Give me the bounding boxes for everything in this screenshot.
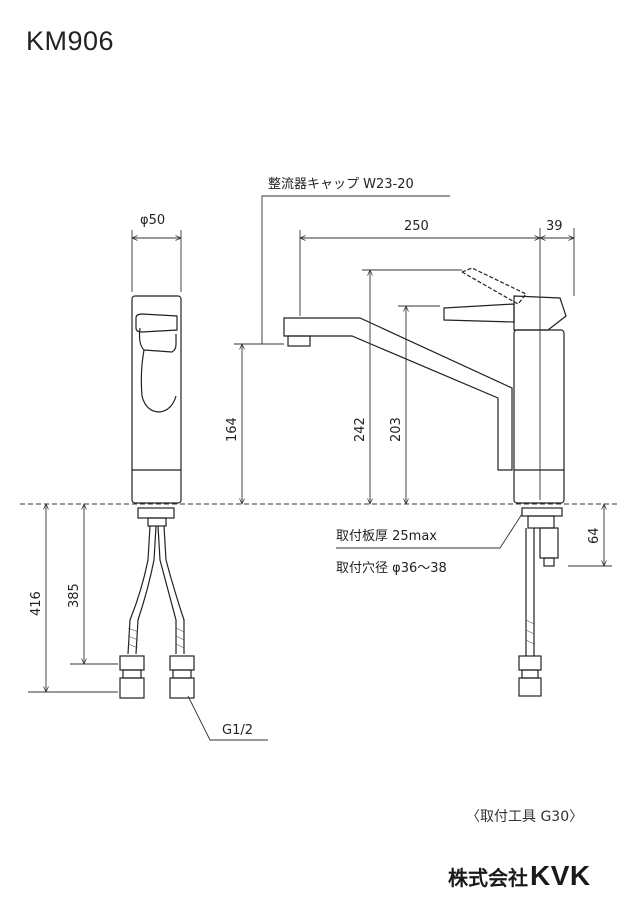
plate-thickness-label: 取付板厚 25max xyxy=(336,529,437,544)
lever-open xyxy=(460,267,527,305)
hose-fitting-right xyxy=(169,655,195,699)
aerator-cap xyxy=(287,335,311,347)
dim-below-counter: 64 xyxy=(587,527,602,544)
lever-closed xyxy=(443,303,515,323)
front-body xyxy=(131,295,182,504)
dim-reach: 250 xyxy=(404,219,429,234)
thread-label: G1/2 xyxy=(222,723,253,738)
dim-hose-to-nut: 385 xyxy=(67,583,82,608)
aerator-label: 整流器キャップ W23-20 xyxy=(268,177,414,192)
brand-kvk: KVK xyxy=(530,860,591,891)
dim-spout-height: 164 xyxy=(225,417,240,442)
dim-lever: 39 xyxy=(546,219,563,234)
dim-body-height: 203 xyxy=(389,417,404,442)
hole-diameter-label: 取付穴径 φ36〜38 xyxy=(336,561,447,576)
tool-note: 〈取付工具 G30〉 xyxy=(466,809,584,825)
front-lever xyxy=(135,313,178,333)
hose-fitting-left xyxy=(119,655,145,699)
front-mount-nut xyxy=(137,507,175,519)
side-view xyxy=(283,267,567,697)
side-hose-fitting xyxy=(518,655,542,671)
side-spout xyxy=(283,317,513,471)
front-view xyxy=(119,295,195,699)
brand-logo: 株式会社 KVK xyxy=(448,860,591,891)
dim-overall-height: 242 xyxy=(353,417,368,442)
side-body xyxy=(513,329,565,504)
dim-diameter: φ50 xyxy=(140,213,165,228)
dim-hose-total: 416 xyxy=(29,591,44,616)
side-mount-bolt xyxy=(539,527,559,559)
brand-japanese: 株式会社 xyxy=(448,866,528,890)
model-number: KM906 xyxy=(26,26,115,56)
